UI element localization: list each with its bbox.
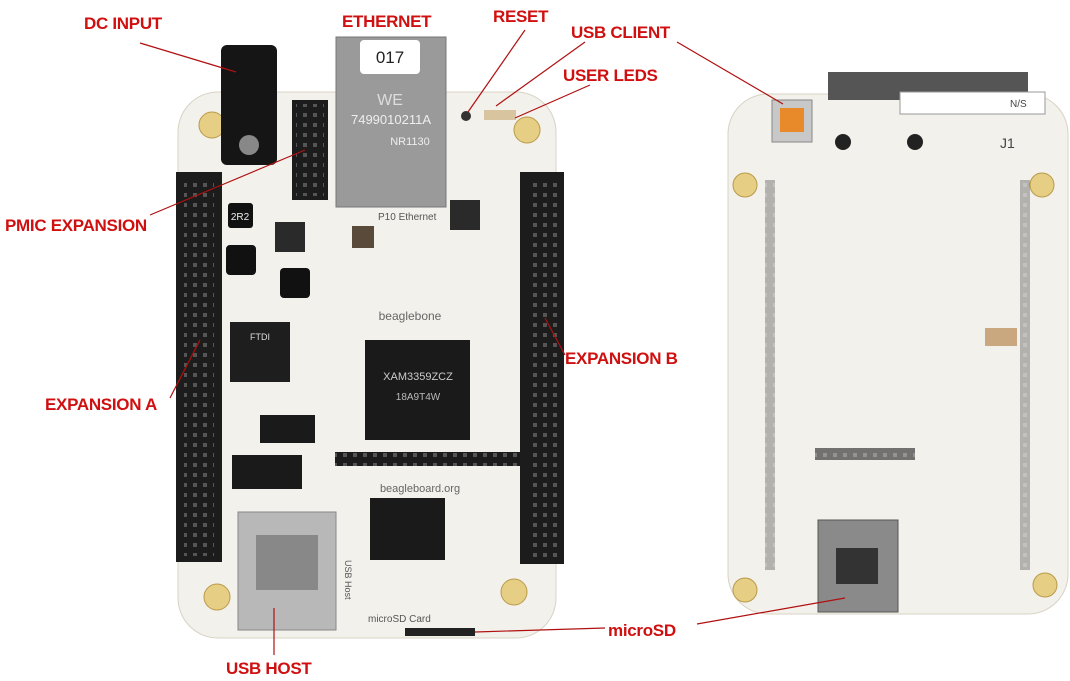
beaglebone-front: 017 WE 7499010211A NR1130 P10 Ethernet 2… [176, 36, 564, 639]
leader-lines [139, 29, 846, 655]
svg-text:017: 017 [376, 48, 404, 67]
cpu-chip [365, 340, 470, 440]
ftdi-chip [230, 322, 290, 382]
label-dc-input: DC INPUT [84, 14, 162, 33]
label-usb-client: USB CLIENT [571, 23, 671, 42]
label-reset: RESET [493, 7, 549, 26]
svg-text:microSD Card: microSD Card [368, 614, 431, 625]
svg-text:P10 Ethernet: P10 Ethernet [378, 212, 437, 223]
label-ethernet: ETHERNET [342, 12, 432, 31]
reset-button [461, 111, 471, 121]
label-usb-host: USB HOST [226, 659, 312, 678]
svg-text:N/S: N/S [1010, 99, 1027, 110]
svg-text:beagleboard.org: beagleboard.org [380, 483, 460, 495]
dc-jack [221, 45, 277, 165]
label-expansion-b: EXPANSION B [565, 349, 678, 368]
svg-text:beaglebone: beaglebone [379, 309, 442, 323]
label-pmic-expansion: PMIC EXPANSION [5, 216, 147, 235]
svg-text:NR1130: NR1130 [390, 136, 430, 148]
svg-text:XAM3359ZCZ: XAM3359ZCZ [383, 371, 453, 383]
svg-text:FTDI: FTDI [250, 332, 270, 342]
svg-text:USB Host: USB Host [343, 560, 353, 600]
svg-text:2R2: 2R2 [231, 212, 250, 223]
label-user-leds: USER LEDS [563, 66, 658, 85]
svg-text:WE: WE [377, 92, 403, 109]
label-microsd: microSD [608, 621, 676, 640]
svg-text:18A9T4W: 18A9T4W [396, 392, 441, 403]
svg-text:J1: J1 [1000, 135, 1015, 151]
ram-chip [370, 498, 445, 560]
svg-text:7499010211A: 7499010211A [351, 112, 431, 127]
beaglebone-back: N/S J1 [727, 72, 1069, 615]
microsd-slot-front [405, 628, 475, 636]
label-expansion-a: EXPANSION A [45, 395, 157, 414]
